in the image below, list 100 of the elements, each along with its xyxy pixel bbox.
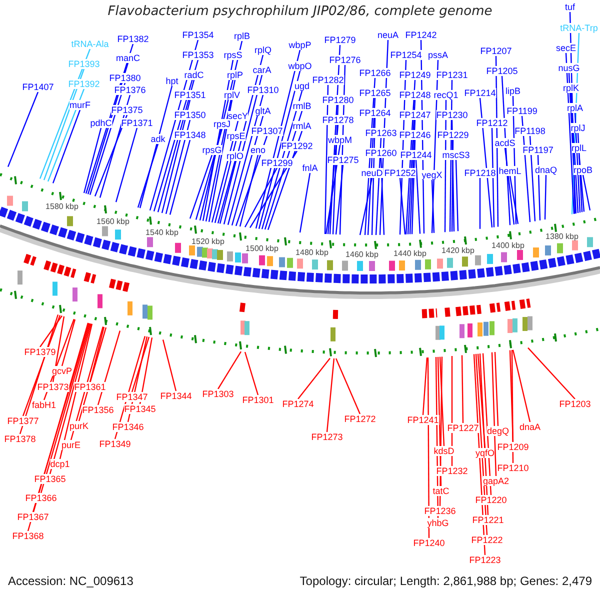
leader-line — [169, 140, 191, 215]
leader-line — [217, 160, 236, 224]
gene-label: gapA2 — [482, 476, 510, 486]
gene-label: FP1273 — [311, 432, 343, 442]
gene-label: FP1382 — [117, 34, 149, 44]
leader-line — [565, 52, 575, 214]
gene-label: FP1227 — [447, 423, 479, 433]
gene-label: FP1310 — [247, 85, 279, 95]
leader-line — [324, 84, 329, 234]
gene-label: rplK — [563, 83, 579, 93]
gene-label: fnlA — [302, 163, 318, 173]
gene-label: FP1272 — [344, 414, 376, 424]
accession-label: Accession: NC_009613 — [8, 574, 134, 588]
leader-line — [208, 100, 233, 222]
leader-line — [244, 352, 259, 396]
leader-line — [482, 353, 492, 496]
gene-label: lipB — [506, 86, 520, 96]
gene-label: FP1209 — [497, 442, 529, 452]
leader-line — [231, 116, 264, 226]
leader-line — [235, 136, 268, 226]
gene-label: eno — [250, 145, 266, 155]
gene-label: acdS — [494, 138, 516, 148]
gene-label: nusG — [558, 63, 580, 73]
gene-label: tatC — [432, 486, 450, 496]
gene-label: FP1351 — [174, 90, 206, 100]
leader-line — [491, 352, 497, 476]
gene-label: hemL — [498, 166, 522, 176]
gene-label: FP1367 — [17, 512, 49, 522]
gene-label: FP1373 — [37, 382, 69, 392]
gene-label: rpoB — [574, 165, 592, 175]
leader-line — [227, 94, 264, 225]
gene-label: FP1229 — [437, 130, 469, 140]
gene-label: rplL — [572, 143, 586, 153]
leader-line — [335, 164, 344, 234]
gene-label: FP1366 — [25, 493, 57, 503]
gene-label: mscS3 — [442, 150, 470, 160]
gene-label: FP1307 — [251, 126, 283, 136]
gene-label: wbpM — [328, 135, 352, 145]
gene-label: FP1276 — [329, 55, 361, 65]
gene-label: FP1407 — [22, 82, 54, 92]
gene-label: FP1236 — [424, 506, 456, 516]
gene-label: FP1371 — [121, 118, 153, 128]
gene-label: tRNA-Ala — [71, 39, 109, 49]
leader-line — [451, 140, 454, 232]
leader-line — [115, 128, 138, 202]
leader-line — [27, 322, 89, 532]
gene-label: FP1344 — [160, 391, 192, 401]
gene-label: recQ1 — [434, 90, 458, 100]
leader-line — [335, 358, 361, 414]
gene-label: FP1392 — [68, 79, 100, 89]
leader-line — [494, 352, 499, 426]
leader-line — [32, 322, 90, 512]
gene-label: FP1248 — [399, 90, 431, 100]
leader-line — [380, 158, 385, 235]
gene-label: rpsG — [202, 145, 222, 155]
gene-label: FP1348 — [174, 130, 206, 140]
gene-label: FP1377 — [7, 416, 39, 426]
leader-line — [255, 50, 301, 229]
leader-line — [577, 132, 583, 212]
leader-line — [431, 180, 435, 233]
gene-label: FP1361 — [74, 382, 106, 392]
gene-label: FP1210 — [497, 463, 529, 473]
gene-label: FP1218 — [464, 168, 496, 178]
position-label: 1400 kbp — [492, 242, 524, 250]
leader-line — [258, 70, 301, 229]
genome-stats-label: Topology: circular; Length: 2,861,988 bp; Genes: 2,479 — [300, 574, 592, 588]
gene-label: yhbG — [427, 518, 449, 528]
gene-label: FP1247 — [399, 110, 431, 120]
leader-line — [439, 356, 443, 506]
gene-label: dnaQ — [534, 165, 558, 175]
leader-line — [570, 92, 579, 214]
leader-line — [511, 350, 514, 463]
leader-line — [479, 354, 489, 516]
leader-line — [97, 330, 121, 406]
leader-line — [326, 358, 335, 432]
gene-label: rplJ — [570, 123, 586, 133]
leader-line — [578, 152, 585, 212]
gene-label: FP1240 — [413, 538, 445, 548]
gene-label: FP1249 — [399, 70, 431, 80]
gene-label: FP1349 — [99, 439, 131, 449]
gene-label: FP1378 — [4, 434, 36, 444]
gene-label: FP1244 — [400, 150, 432, 160]
gene-label: FP1214 — [464, 88, 496, 98]
gene-label: rpsS — [224, 50, 242, 60]
gene-label: FP1354 — [182, 30, 214, 40]
leader-line — [437, 356, 442, 486]
gene-label: FP1222 — [471, 535, 503, 545]
position-label: 1420 kbp — [442, 247, 474, 256]
leader-line — [422, 358, 428, 416]
gene-label: FP1207 — [480, 46, 512, 56]
gene-label: rmlB — [292, 101, 312, 111]
leader-line — [162, 340, 177, 392]
gene-label: FP1241 — [407, 415, 439, 425]
gene-label: FP1260 — [365, 148, 397, 158]
gene-label: FP1379 — [24, 347, 56, 357]
leader-line — [529, 136, 536, 222]
gene-label: FP1254 — [390, 50, 422, 60]
gene-label: radC — [184, 70, 204, 80]
leader-line — [7, 92, 39, 168]
gene-label: gltA — [255, 106, 271, 116]
